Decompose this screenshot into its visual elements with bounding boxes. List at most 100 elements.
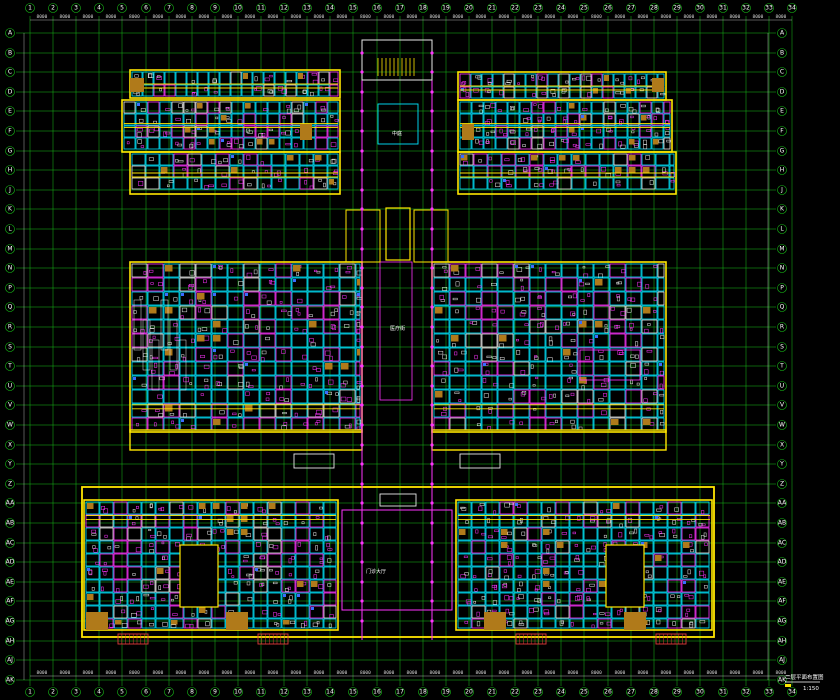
room <box>253 605 268 619</box>
fixture <box>631 130 635 134</box>
column <box>430 286 434 290</box>
fixture <box>288 558 292 564</box>
stair-core <box>543 568 550 574</box>
fixture <box>620 81 624 85</box>
axis-bubble <box>777 518 787 528</box>
axis-bubble <box>603 687 613 697</box>
stair-core <box>499 335 507 342</box>
upper-right-wing[interactable] <box>457 71 677 195</box>
axis-bubble <box>777 655 787 665</box>
fixture <box>616 184 621 187</box>
fixture <box>173 297 178 302</box>
fixture <box>487 90 491 94</box>
fixture <box>245 391 250 396</box>
fixture <box>517 574 522 578</box>
axis-bubble-label: 17 <box>396 689 404 696</box>
axis-bubble-label: 19 <box>442 689 450 696</box>
room <box>183 125 196 138</box>
bottom-podium[interactable] <box>81 486 715 645</box>
fixture <box>505 608 509 614</box>
fixture <box>310 92 314 97</box>
room <box>603 113 616 126</box>
fixture <box>519 421 523 425</box>
room <box>259 361 276 376</box>
axis-bubble <box>5 48 15 58</box>
dimension-text: 8000 <box>153 14 164 20</box>
fixture <box>288 573 292 577</box>
column <box>430 384 434 388</box>
fixture <box>169 413 175 416</box>
fixture <box>608 130 613 133</box>
shaft <box>655 516 658 519</box>
central-corridor[interactable] <box>293 39 501 640</box>
fixture <box>476 621 481 627</box>
fixture <box>555 419 558 423</box>
shaft <box>221 139 224 142</box>
fixture <box>547 169 553 174</box>
fixture <box>563 322 566 326</box>
fixture <box>598 398 604 402</box>
fixture <box>603 534 607 538</box>
shaft <box>579 279 582 282</box>
room <box>135 113 148 126</box>
fixture <box>265 336 270 341</box>
axis-bubble-label: 16 <box>373 5 381 12</box>
fixture <box>136 132 142 138</box>
dimension-text: 8000 <box>106 14 117 20</box>
room <box>187 153 202 166</box>
fixture <box>647 323 651 326</box>
fixture <box>139 296 144 300</box>
room <box>323 501 337 515</box>
room <box>495 137 508 150</box>
middle-right-block[interactable] <box>431 261 667 451</box>
room <box>309 540 324 554</box>
room <box>481 333 498 348</box>
column <box>430 364 434 368</box>
fixture <box>103 571 107 576</box>
axis-bubble-label: Z <box>8 481 12 488</box>
fixture <box>520 278 524 282</box>
room <box>307 403 324 418</box>
stair-core <box>161 167 168 173</box>
fixture <box>109 623 115 628</box>
fixture <box>246 581 251 586</box>
dimension-text: 8000 <box>730 14 741 20</box>
room <box>457 527 472 541</box>
room <box>201 177 216 190</box>
room <box>519 113 532 126</box>
axis-bubble <box>5 361 15 371</box>
fixture <box>137 139 142 144</box>
shaft <box>545 167 548 170</box>
fixture <box>200 355 206 358</box>
fixture <box>672 528 676 534</box>
upper-left-wing[interactable] <box>121 69 341 195</box>
room <box>555 605 570 619</box>
room <box>597 527 612 541</box>
room <box>179 291 196 306</box>
room <box>433 291 450 306</box>
axis-bubble-label: 33 <box>765 689 773 696</box>
fixture <box>321 118 325 123</box>
axis-bubble-label: P <box>780 285 784 292</box>
room <box>695 501 710 515</box>
middle-left-block[interactable] <box>129 261 363 451</box>
room <box>527 553 542 567</box>
fixture <box>549 422 555 426</box>
room <box>591 101 604 114</box>
stair-core <box>357 279 360 286</box>
fixture <box>690 549 694 553</box>
column <box>360 109 364 113</box>
axis-bubble <box>5 244 15 254</box>
room <box>197 527 212 541</box>
fixture <box>276 623 280 627</box>
stair-core <box>241 516 248 522</box>
fixture <box>233 581 238 585</box>
axis-bubble-label: 9 <box>213 689 217 696</box>
axis-bubble-label: 20 <box>465 5 473 12</box>
room <box>257 153 272 166</box>
fixture <box>316 270 321 274</box>
fixture <box>629 327 633 331</box>
room <box>555 527 570 541</box>
fixture <box>254 76 258 82</box>
